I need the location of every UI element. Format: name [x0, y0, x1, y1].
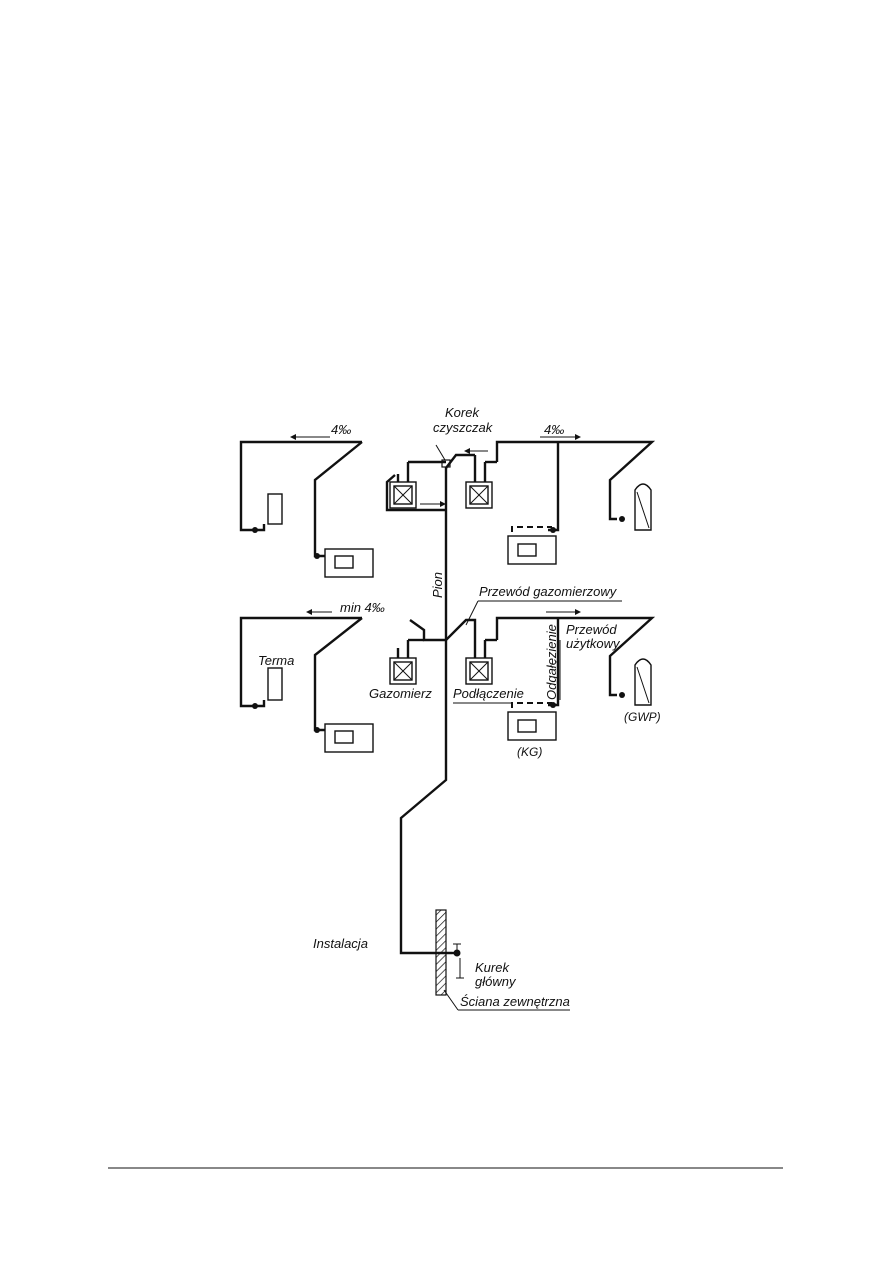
- label-kg: (KG): [517, 745, 542, 759]
- water-heater-icon-2: [252, 667, 283, 709]
- label-slope-top-right: 4‰: [544, 422, 564, 437]
- label-odgalezienie: Odgałęzienie: [544, 624, 559, 700]
- water-heater-icon: [252, 493, 283, 533]
- slope-arrow-icon-3: [306, 609, 332, 615]
- gas-stove-icon-4: [507, 702, 557, 741]
- gas-stove-icon-2: [507, 526, 557, 565]
- gas-meter-icon-2: [465, 455, 497, 509]
- leader-lines: [435, 444, 622, 1011]
- label-przewod-uzytkowy-1: Przewód: [566, 622, 617, 637]
- label-instalacja: Instalacja: [313, 936, 368, 951]
- gas-stove-icon: [314, 548, 374, 578]
- label-czyszczak: czyszczak: [433, 420, 494, 435]
- label-kurek: Kurek: [475, 960, 510, 975]
- label-przewod-gazomierzowy: Przewód gazomierzowy: [479, 584, 618, 599]
- label-pion: Pion: [430, 572, 445, 598]
- slope-arrow-icon: [290, 434, 330, 440]
- label-slope-mid: min 4‰: [340, 600, 385, 615]
- outer-wall: [435, 909, 447, 996]
- gas-meter-icon-4: [465, 638, 497, 685]
- gas-meter-icon-3: [389, 638, 424, 685]
- label-gazomierz: Gazomierz: [369, 686, 432, 701]
- riser-pipe: [399, 465, 452, 955]
- main-valve-icon: [452, 943, 464, 979]
- gas-water-heater-icon-2: [619, 658, 652, 706]
- flow-arrow-icon: [420, 501, 446, 507]
- label-przewod-uzytkowy-2: użytkowy: [566, 636, 621, 651]
- label-glowny: główny: [475, 974, 517, 989]
- gas-stove-icon-3: [314, 723, 374, 753]
- label-gwp: (GWP): [624, 710, 661, 724]
- gas-meter-icon: [389, 460, 446, 509]
- label-korek: Korek: [445, 405, 480, 420]
- label-podlaczenie: Podłączenie: [453, 686, 524, 701]
- flow-arrow-icon-2: [464, 448, 488, 454]
- gas-water-heater-icon: [619, 483, 652, 531]
- label-slope-top-left: 4‰: [331, 422, 351, 437]
- slope-arrow-icon-4: [546, 609, 581, 615]
- label-sciana: Ściana zewnętrzna: [460, 994, 570, 1009]
- label-terma: Terma: [258, 653, 294, 668]
- slope-arrow-icon-2: [540, 434, 581, 440]
